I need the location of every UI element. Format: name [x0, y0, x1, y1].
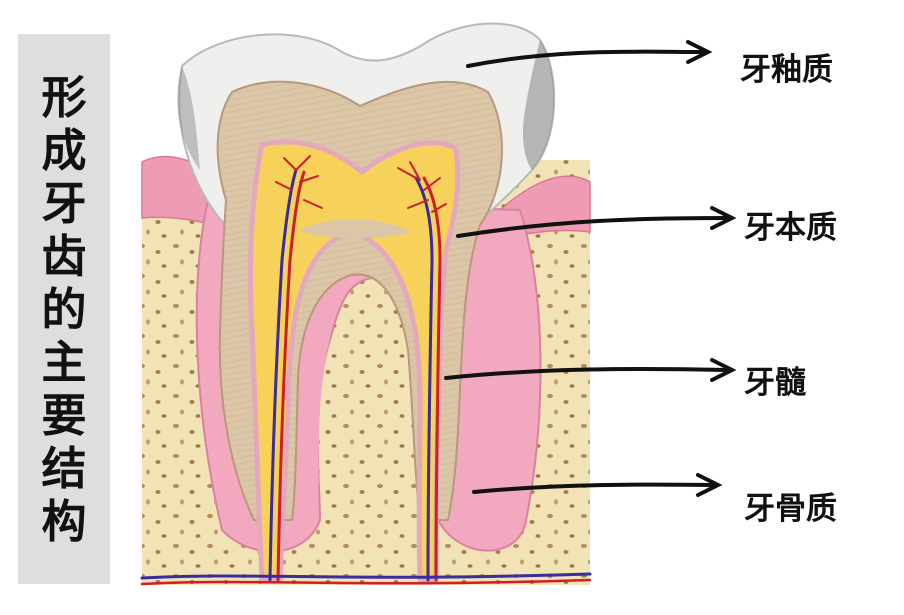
- title-char: 主: [41, 335, 87, 389]
- label-cementum: 牙骨质: [744, 491, 837, 527]
- pointer-pulp: [444, 366, 730, 380]
- title-char: 齿: [41, 229, 87, 283]
- label-enamel: 牙釉质: [740, 52, 833, 88]
- blood-vessels: [140, 155, 592, 586]
- label-pulp: 牙髓: [744, 365, 806, 401]
- pointer-cementum-head: [696, 473, 723, 497]
- title-char: 结: [41, 441, 87, 495]
- title-char: 的: [41, 282, 87, 336]
- title-char: 要: [41, 388, 87, 442]
- pointer-enamel-head: [686, 40, 713, 64]
- pointer-dentin: [456, 216, 730, 238]
- title-char: 牙: [41, 176, 87, 230]
- title-char: 构: [41, 494, 87, 548]
- pointer-arrows: [444, 40, 737, 497]
- label-dentin: 牙本质: [744, 210, 837, 246]
- pointer-enamel: [466, 49, 707, 68]
- title-panel: 形 成 牙 齿 的 主 要 结 构: [18, 34, 110, 584]
- pointer-cementum: [472, 482, 716, 494]
- pointer-pulp-head: [710, 358, 737, 382]
- pulp: [247, 139, 461, 583]
- title-char: 成: [41, 123, 87, 177]
- title-char: 形: [41, 70, 87, 124]
- pointer-dentin-head: [710, 206, 737, 230]
